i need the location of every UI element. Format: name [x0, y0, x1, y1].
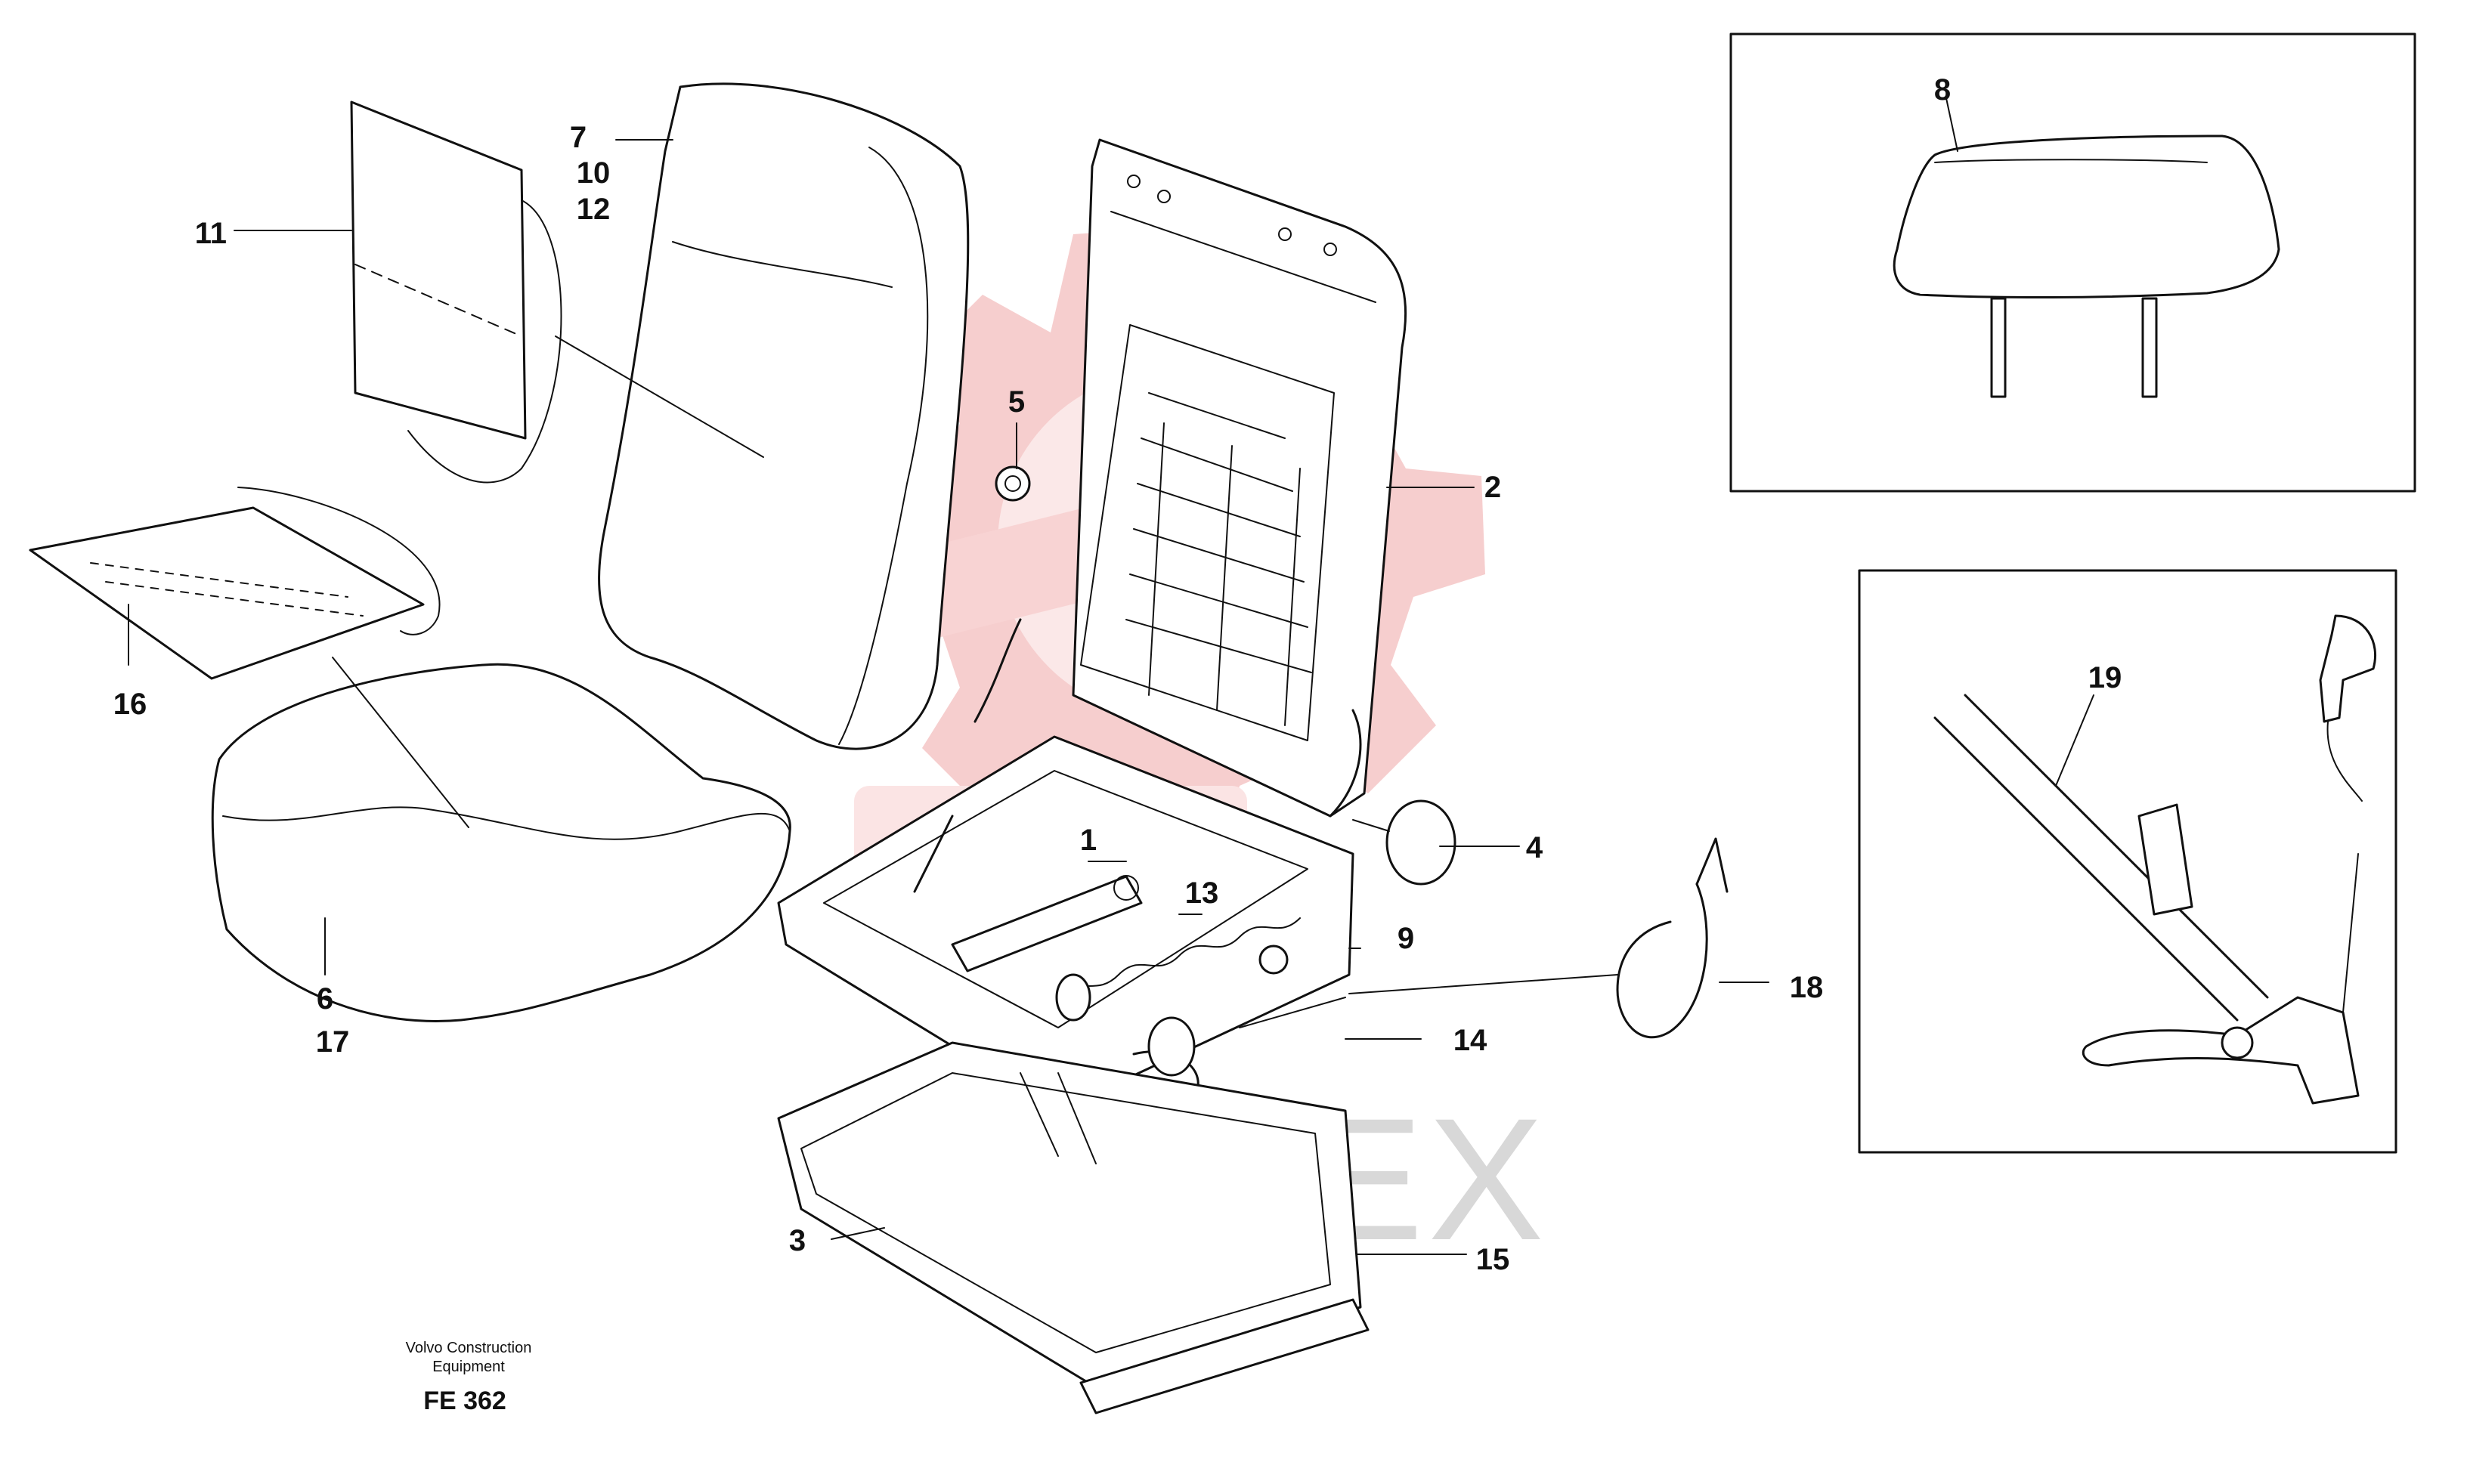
footer-company-line1: Volvo Construction: [406, 1340, 532, 1356]
inset-seatbelt-box: [1858, 569, 2397, 1154]
part-13-coil-spring: [1055, 917, 1301, 1022]
label-13: 13: [1185, 876, 1219, 910]
part-18-strap: [1616, 837, 1729, 1039]
footer-block: Volvo Construction Equipment FE 362: [406, 1340, 532, 1415]
part-16-seat-panel: [29, 487, 441, 680]
leader-lines: [128, 97, 2094, 1255]
label-15: 15: [1476, 1243, 1510, 1276]
footer-figure-code: FE 362: [423, 1387, 506, 1415]
label-12: 12: [577, 193, 611, 226]
part-11-backrest-panel: [350, 100, 562, 484]
label-11: 11: [195, 217, 227, 250]
label-8: 8: [1934, 73, 1951, 107]
label-6: 6: [317, 982, 333, 1016]
inset-headrest-box: [1729, 32, 2416, 493]
label-4: 4: [1526, 831, 1543, 864]
footer-company-line2: Equipment: [432, 1359, 505, 1375]
part-6-seat-cushion: [211, 657, 791, 1022]
label-7: 7: [570, 121, 587, 154]
label-17: 17: [316, 1025, 350, 1059]
part-2-backrest-frame: [1072, 138, 1407, 818]
label-3: 3: [789, 1224, 806, 1257]
callout-labels: 11 7 10 12 5 2 4 1 13 9 14 18 15 3 16 6 …: [113, 73, 2122, 1276]
part-3-suspension-base: [777, 1041, 1362, 1384]
label-9: 9: [1398, 922, 1414, 955]
label-5: 5: [1008, 385, 1025, 419]
part-7-backrest-cushion: [555, 82, 970, 750]
part-9-pivot: [1258, 945, 1289, 975]
label-16: 16: [113, 688, 147, 721]
part-5-adjust-knob: [995, 465, 1031, 502]
part-4-knob: [1352, 799, 1456, 886]
label-10: 10: [577, 156, 611, 190]
label-14: 14: [1453, 1024, 1487, 1057]
part-15-rail: [1079, 1298, 1370, 1414]
part-1-damper-cylinder: [951, 875, 1143, 972]
label-19: 19: [2088, 661, 2122, 694]
label-2: 2: [1484, 471, 1501, 504]
label-18: 18: [1790, 971, 1824, 1004]
label-1: 1: [1080, 824, 1097, 857]
